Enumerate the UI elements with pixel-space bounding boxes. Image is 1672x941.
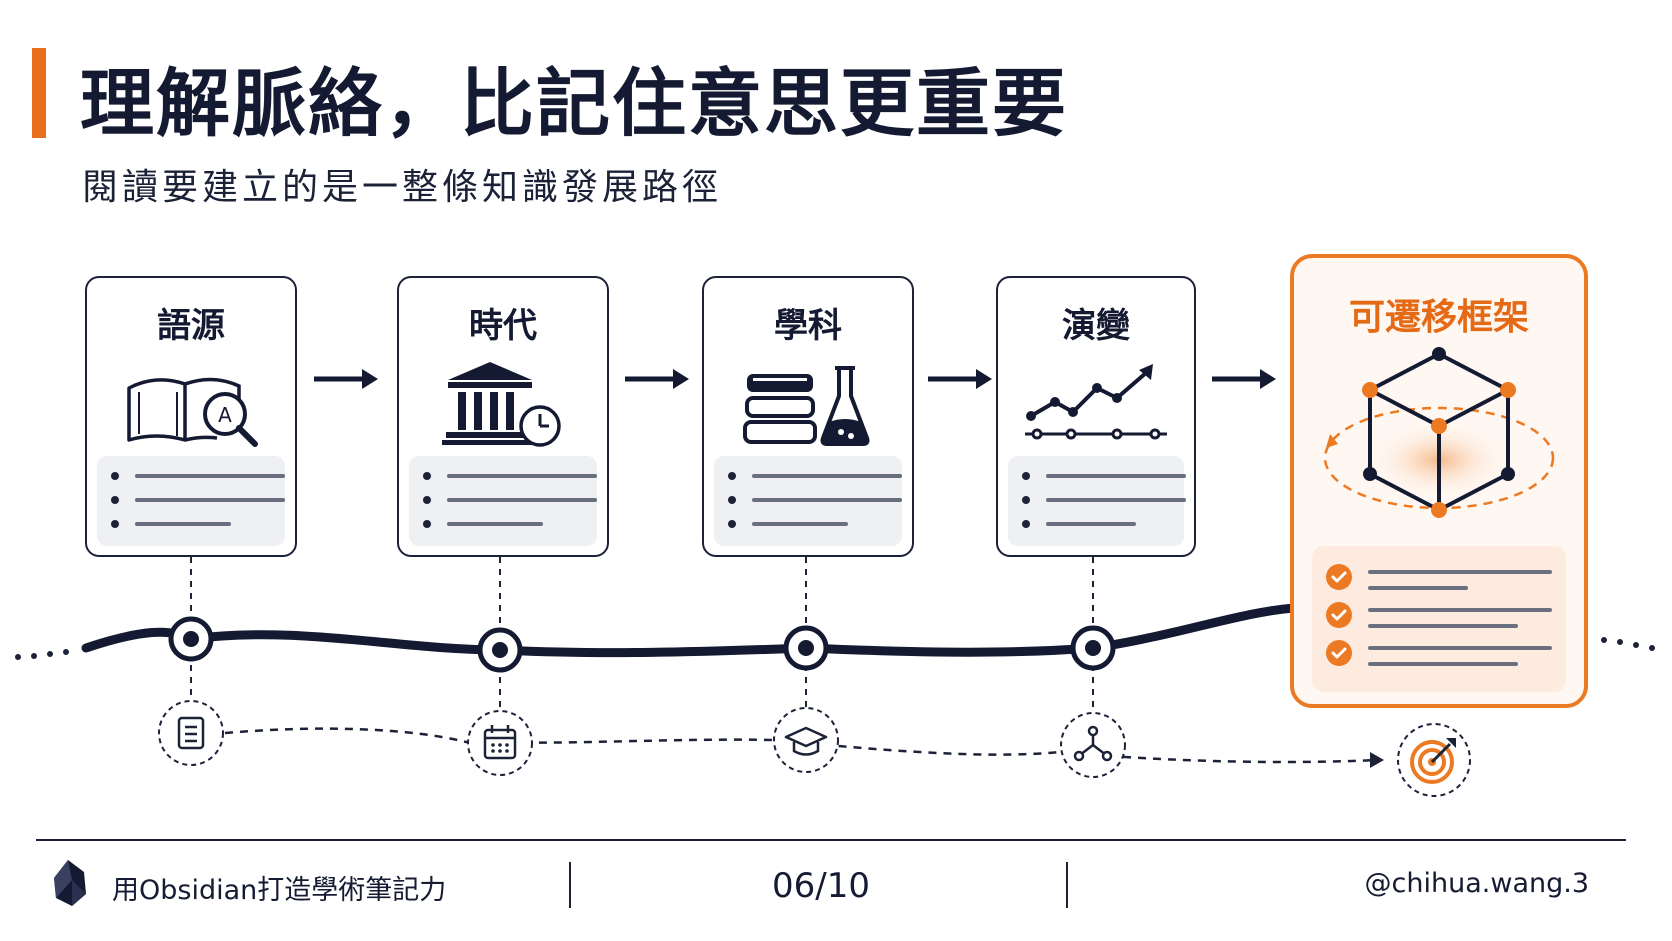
final-stage-label: 可遷移框架 xyxy=(1348,297,1529,338)
trend-chart-icon xyxy=(998,358,1194,450)
checklist-item xyxy=(1326,564,1552,592)
timeline-node-2 xyxy=(477,627,523,673)
title-accent-bar xyxy=(32,48,46,138)
footer-brand: 用Obsidian打造學術筆記力 xyxy=(112,875,447,906)
calendar-icon xyxy=(467,710,533,776)
footer-divider xyxy=(36,839,1626,841)
checklist-item xyxy=(1326,640,1552,668)
book-magnifier-icon: A xyxy=(87,358,295,450)
svg-text:A: A xyxy=(218,403,232,427)
page-number: 06/10 xyxy=(772,866,870,906)
document-icon xyxy=(158,700,224,766)
stage-label: 學科 xyxy=(774,306,842,346)
check-circle-icon xyxy=(1326,640,1352,666)
stage-label: 時代 xyxy=(469,306,537,346)
final-stage-card: 可遷移框架 xyxy=(1290,254,1588,708)
cube-framework-icon xyxy=(1323,347,1555,518)
milestone-path xyxy=(224,727,1379,764)
obsidian-logo-icon xyxy=(54,860,86,906)
stage-notes xyxy=(714,456,902,546)
target-icon xyxy=(1397,723,1471,797)
check-circle-icon xyxy=(1326,564,1352,590)
arrow-right-icon xyxy=(928,369,992,389)
page-title: 理解脈絡，比記住意思更重要 xyxy=(80,61,1068,147)
books-flask-icon xyxy=(704,358,912,450)
timeline-node-4 xyxy=(1070,625,1116,671)
timeline-tail-right xyxy=(1601,637,1655,651)
arrow-right-icon xyxy=(625,369,689,389)
stage-label: 演變 xyxy=(1062,306,1130,346)
arrow-right-icon xyxy=(1212,369,1276,389)
timeline-tail-left xyxy=(15,649,69,660)
stage-card-1: 語源 A xyxy=(85,276,297,557)
stage-notes xyxy=(1008,456,1186,546)
stage-label: 語源 xyxy=(157,306,225,346)
network-icon xyxy=(1060,712,1126,778)
author-handle: @chihua.wang.3 xyxy=(1364,868,1589,899)
milestone-arrowhead xyxy=(1370,752,1384,768)
footer-separator xyxy=(569,862,571,908)
final-checklist xyxy=(1312,546,1566,692)
stage-notes xyxy=(97,456,285,546)
stage-card-2: 時代 xyxy=(397,276,609,557)
check-circle-icon xyxy=(1326,602,1352,628)
checklist-item xyxy=(1326,602,1552,630)
museum-clock-icon xyxy=(399,358,607,450)
timeline-node-1 xyxy=(168,616,214,662)
graduation-cap-icon xyxy=(773,707,839,773)
stage-card-4: 演變 xyxy=(996,276,1196,557)
stage-notes xyxy=(409,456,597,546)
timeline-node-3 xyxy=(783,625,829,671)
page-subtitle: 閱讀要建立的是一整條知識發展路徑 xyxy=(82,167,723,208)
footer-separator xyxy=(1066,862,1068,908)
timeline-nodes xyxy=(168,616,1116,673)
stage-card-3: 學科 xyxy=(702,276,914,557)
arrow-right-icon xyxy=(314,369,378,389)
